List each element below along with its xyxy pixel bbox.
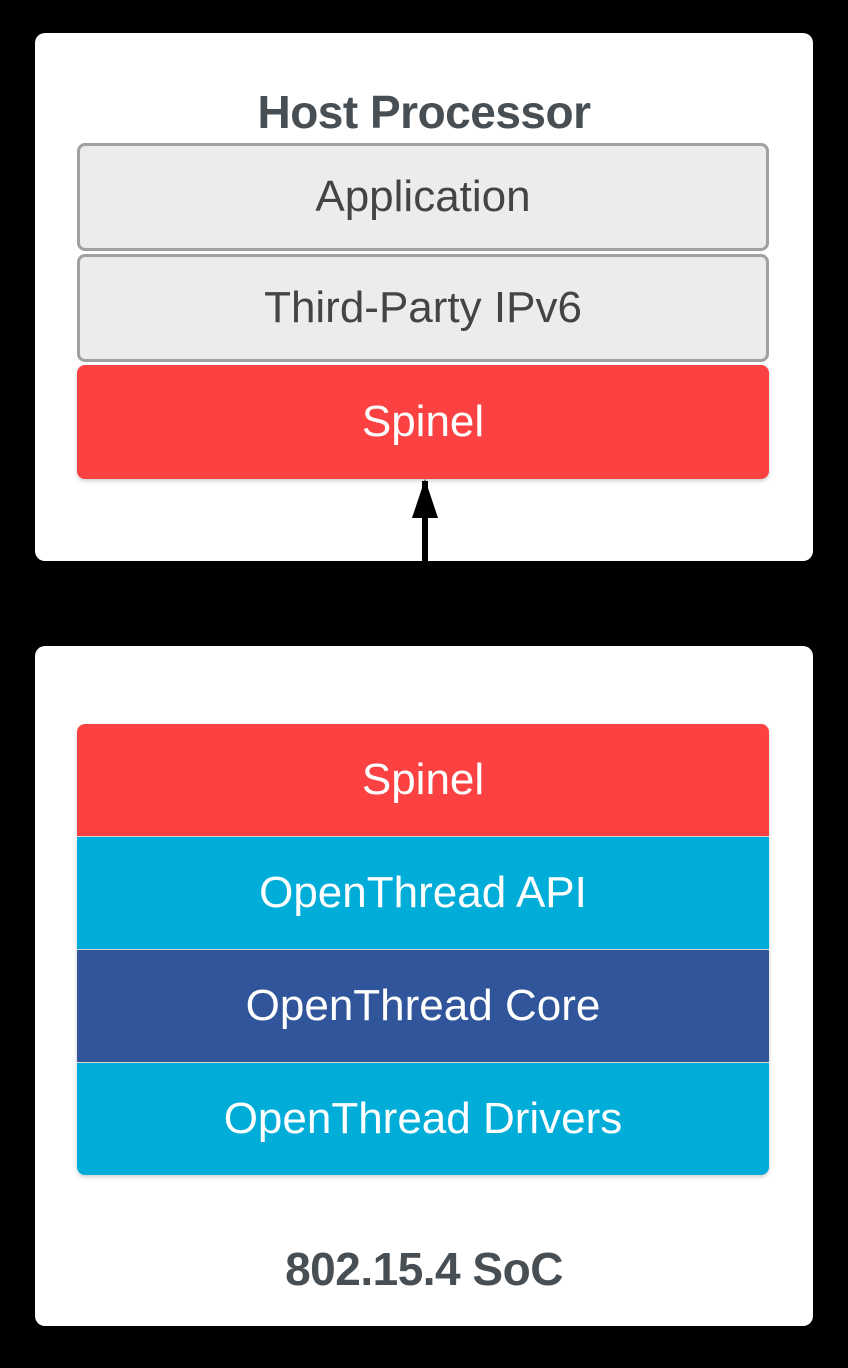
- host-processor-panel: Host Processor Application Third-Party I…: [35, 33, 813, 561]
- soc-layer-stack: Spinel OpenThread API OpenThread Core Op…: [77, 724, 769, 1175]
- layer-openthread-api: OpenThread API: [77, 837, 769, 949]
- layer-soc-spinel-label: Spinel: [361, 754, 485, 804]
- soc-panel: Spinel OpenThread API OpenThread Core Op…: [35, 646, 813, 1326]
- layer-host-spinel: Spinel: [77, 365, 769, 479]
- layer-soc-spinel: Spinel: [77, 724, 769, 836]
- layer-openthread-core: OpenThread Core: [77, 950, 769, 1062]
- layer-third-party-ipv6-label: Third-Party IPv6: [264, 282, 582, 332]
- host-processor-title: Host Processor: [257, 86, 591, 138]
- layer-openthread-core-label: OpenThread Core: [245, 980, 601, 1030]
- layer-third-party-ipv6: Third-Party IPv6: [77, 254, 769, 362]
- layer-openthread-drivers-label: OpenThread Drivers: [223, 1093, 623, 1143]
- layer-openthread-api-label: OpenThread API: [259, 867, 587, 917]
- layer-application: Application: [77, 143, 769, 251]
- layer-application-label: Application: [315, 171, 531, 221]
- host-layer-stack: Application Third-Party IPv6 Spinel: [77, 143, 769, 479]
- soc-panel-title: 802.15.4 SoC: [285, 1243, 563, 1295]
- layer-host-spinel-label: Spinel: [361, 396, 485, 446]
- layer-openthread-drivers: OpenThread Drivers: [77, 1063, 769, 1175]
